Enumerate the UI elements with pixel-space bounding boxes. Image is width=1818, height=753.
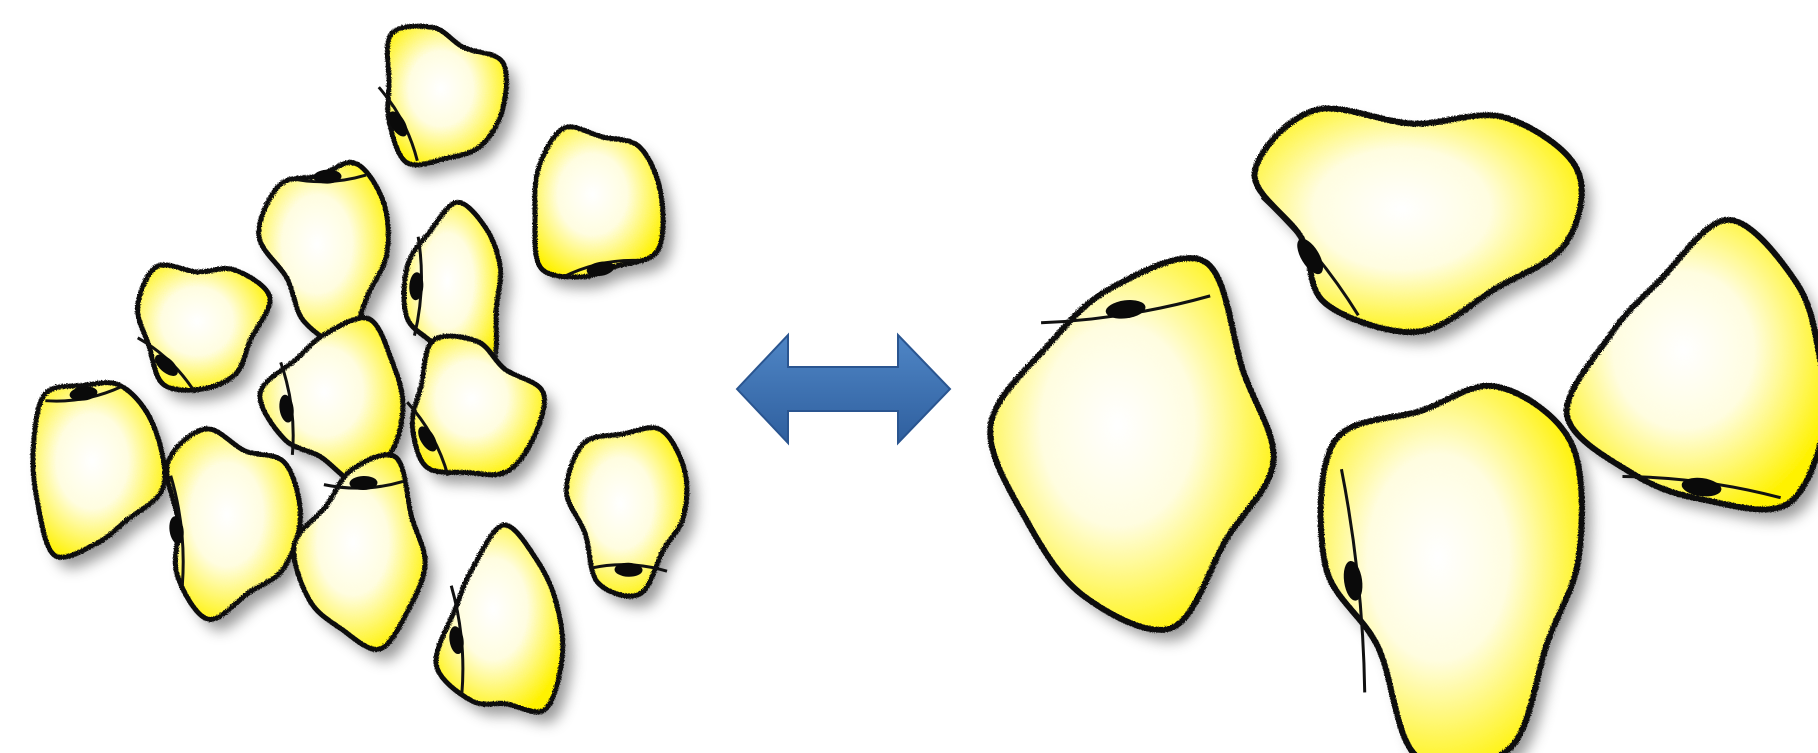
- adipocyte-cell: [1255, 108, 1591, 343]
- lipid-droplet: [535, 127, 663, 277]
- lipid-droplet: [412, 336, 544, 475]
- lipid-droplet: [1567, 220, 1818, 510]
- adipocyte-cell: [33, 383, 174, 569]
- adipocyte-cell: [1567, 220, 1818, 521]
- double-headed-arrow-icon: [737, 335, 950, 443]
- large-adipocyte-cluster: [990, 108, 1818, 753]
- adipocyte-cell: [436, 525, 572, 723]
- adipocyte-cell: [407, 336, 553, 486]
- adipocyte-cell: [1321, 386, 1591, 753]
- adipocyte-cell: [167, 429, 310, 631]
- small-adipocyte-cluster: [33, 26, 696, 723]
- adipocyte-cell: [566, 428, 695, 607]
- lipid-droplet: [436, 525, 563, 712]
- lipid-droplet: [1255, 108, 1582, 332]
- adipocyte-cell: [379, 26, 516, 176]
- adipocyte-cell: [294, 455, 434, 661]
- adipocyte-cell: [535, 127, 672, 288]
- adipocyte-cell: [990, 258, 1282, 641]
- adipocyte-cell: [137, 265, 279, 401]
- lipid-droplet: [33, 383, 165, 558]
